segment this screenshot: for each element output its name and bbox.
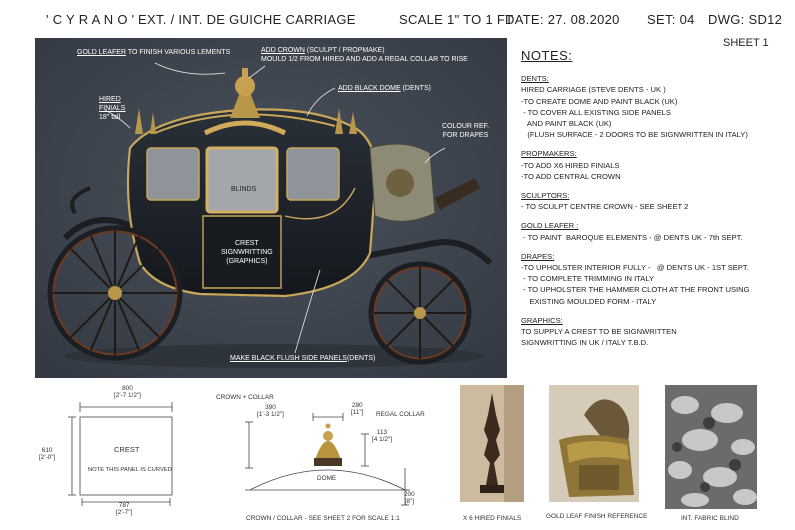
- date-label: DATE: 27. 08.2020: [505, 12, 620, 27]
- carriage-photo: GOLD LEAFER TO FINISH VARIOUS LEMENTS AD…: [35, 38, 507, 378]
- notes-sections: DENTS:HIRED CARRIAGE (STEVE DENTS - UK )…: [521, 73, 786, 348]
- finials-caption: X 6 HIRED FINIALS: [463, 515, 522, 522]
- notes-heading: DENTS:: [521, 74, 549, 84]
- project-name: ' C Y R A N O ': [46, 12, 135, 27]
- notes-line: -TO CREATE DOME AND PAINT BLACK (UK): [521, 96, 678, 106]
- notes-line: -TO ADD CENTRAL CROWN: [521, 171, 621, 181]
- fabric-image: [665, 385, 757, 509]
- crest-label: CREST: [114, 445, 140, 454]
- notes-line: (FLUSH SURFACE - 2 DOORS TO BE SIGNWRITT…: [521, 130, 748, 140]
- notes-line: TO SUPPLY A CREST TO BE SIGNWRITTEN: [521, 327, 677, 337]
- notes-line: EXISTING MOULDED FORM - ITALY: [521, 296, 657, 306]
- finials-photo: [460, 385, 524, 502]
- crest-panel-drawing: [68, 402, 173, 506]
- notes-title: NOTES:: [521, 48, 573, 63]
- notes-line: - TO PAINT BAROQUE ELEMENTS - @ DENTS UK…: [521, 232, 743, 242]
- fabric-photo: [665, 385, 757, 509]
- finial-image: [460, 385, 524, 502]
- crest-width-dim: 800[2'-7 1/2"]: [114, 385, 141, 400]
- sheet-label: SHEET 1: [723, 37, 769, 49]
- crown-height-dim: 390[1'-3 1/2"]: [257, 404, 284, 419]
- notes-line: -TO UPHOLSTER INTERIOR FULLY - @ DENTS U…: [521, 263, 749, 273]
- annotation-blinds: BLINDS: [231, 186, 257, 193]
- annotation-colour-ref: COLOUR REF.FOR DRAPES: [442, 123, 490, 139]
- crown-caption: CROWN / COLLAR - SEE SHEET 2 FOR SCALE 1…: [246, 515, 400, 522]
- notes-line: SIGNWRITTING IN UK / ITALY T.B.D.: [521, 338, 649, 348]
- drawing-title: EXT. / INT. DE GUICHE CARRIAGE: [138, 12, 356, 27]
- crown-width-dim: 280[11"]: [351, 402, 364, 417]
- notes-heading: DRAPES:: [521, 251, 555, 261]
- collar-height-dim: 113[4 1/2"]: [372, 429, 393, 444]
- crest-height-dim: 610[2'-0"]: [39, 447, 56, 462]
- dome-height-dim: 200[8"]: [404, 491, 415, 506]
- notes-heading: PROPMAKERS:: [521, 149, 577, 159]
- gold-leaf-image: [549, 385, 639, 502]
- regal-collar-label: REGAL COLLAR: [376, 411, 425, 418]
- notes-line: - TO SCULPT CENTRE CROWN - SEE SHEET 2: [521, 202, 689, 212]
- crown-collar-label: CROWN + COLLAR: [216, 394, 274, 401]
- notes-heading: SCULPTORS:: [521, 191, 570, 201]
- notes-heading: GRAPHICS:: [521, 315, 563, 325]
- scale-label: SCALE 1" TO 1 FT: [399, 12, 514, 27]
- crown-collar-drawing: [245, 413, 410, 506]
- annotation-gold-leafer: GOLD LEAFER TO FINISH VARIOUS LEMENTS: [77, 49, 231, 56]
- gold-leaf-caption: GOLD LEAF FINISH REFERENCE: [546, 513, 648, 520]
- annotation-flush-panels: MAKE BLACK FLUSH SIDE PANELS(DENTS): [230, 355, 376, 362]
- gold-leaf-photo: [549, 385, 639, 502]
- notes-line: - TO COMPLETE TRIMMING IN ITALY: [521, 274, 655, 284]
- notes-heading: GOLD LEAFER :: [521, 221, 579, 231]
- notes-line: AND PAINT BLACK (UK): [521, 119, 612, 129]
- carriage-illustration: [35, 38, 507, 378]
- set-label: SET: 04: [647, 12, 695, 27]
- notes-panel: NOTES: DENTS:HIRED CARRIAGE (STEVE DENTS…: [521, 48, 786, 348]
- notes-line: -TO ADD X6 HIRED FINIALS: [521, 160, 620, 170]
- crest-bottom-dim: 787[2'-7"]: [116, 502, 133, 517]
- annotation-add-crown: ADD CROWN (SCULPT / PROPMAKE)MOULD 1/2 F…: [261, 47, 468, 63]
- dome-label: DOME: [317, 475, 337, 482]
- annotation-add-black-dome: ADD BLACK DOME (DENTS): [338, 85, 431, 92]
- notes-line: HIRED CARRIAGE (STEVE DENTS - UK ): [521, 85, 666, 95]
- dwg-label: DWG: SD12: [708, 12, 783, 27]
- notes-line: - TO UPHOLSTER THE HAMMER CLOTH AT THE F…: [521, 285, 750, 295]
- fabric-caption: INT. FABRIC BLIND: [681, 515, 739, 522]
- notes-line: - TO COVER ALL EXISTING SIDE PANELS: [521, 107, 671, 117]
- crest-note: NOTE THIS PANEL IS CURVED: [88, 467, 172, 473]
